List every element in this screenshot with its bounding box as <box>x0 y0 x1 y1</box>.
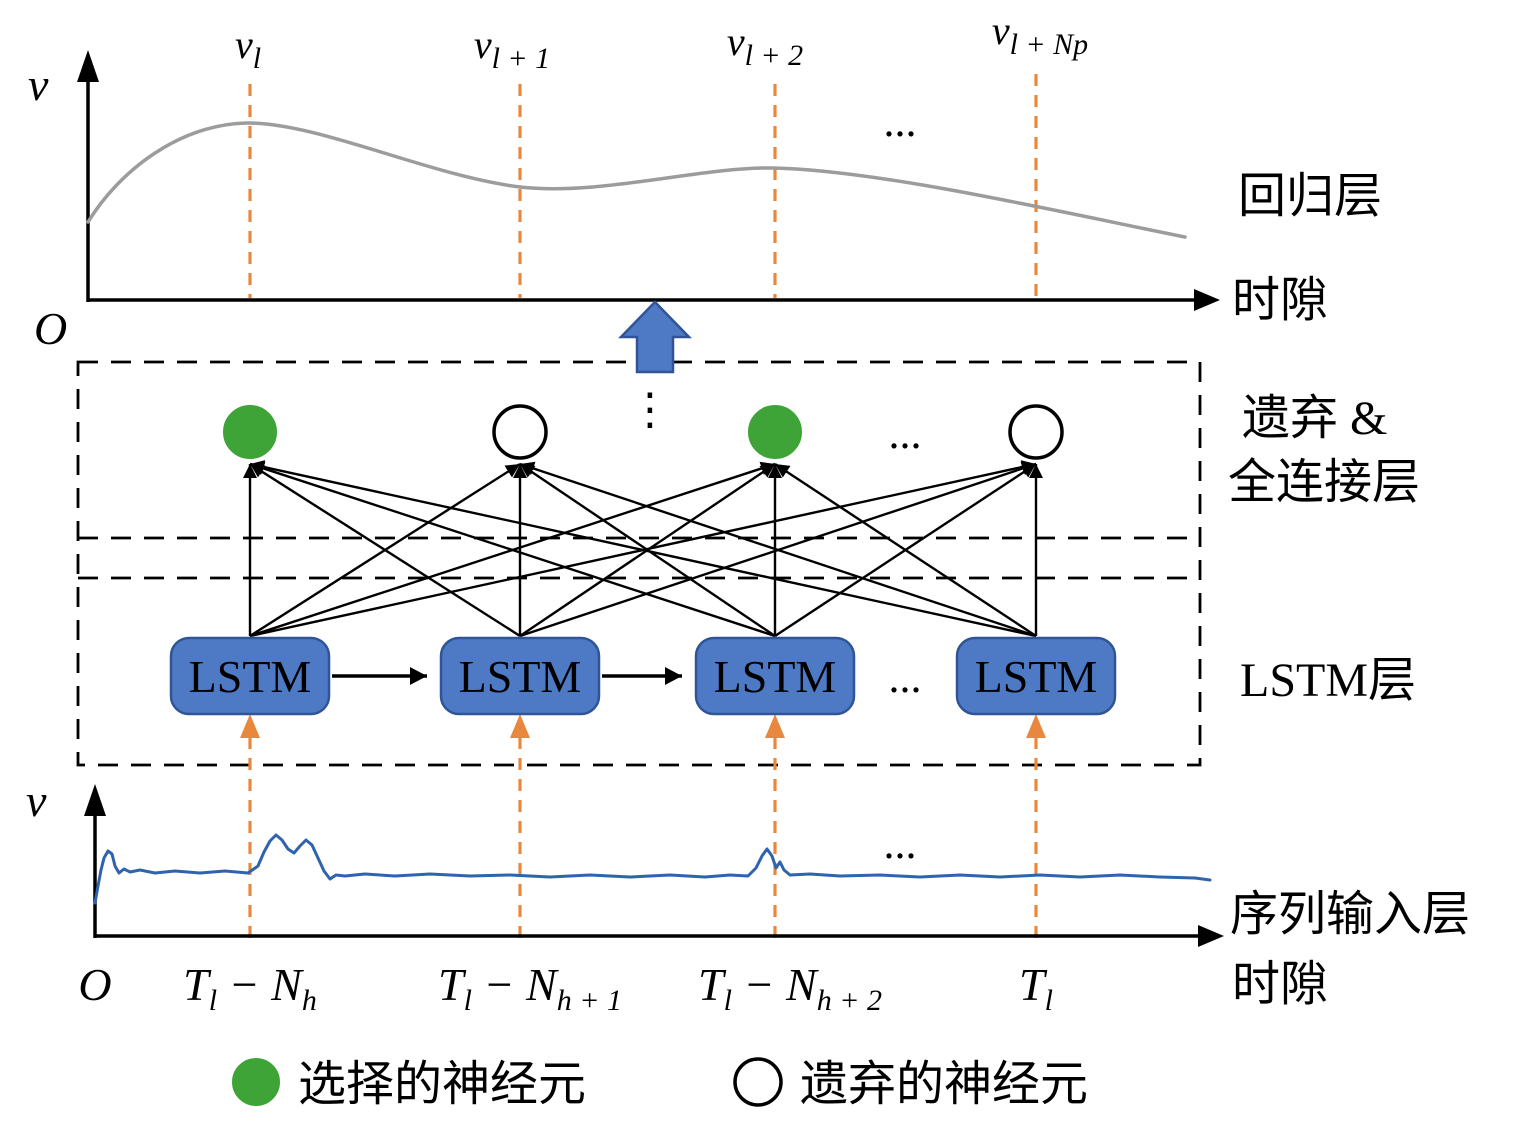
lstm-block-2 <box>439 636 601 716</box>
input-layer-label: 序列输入层 <box>1230 888 1470 941</box>
vertical-ellipsis: ⋮ <box>628 384 672 435</box>
lstm-ellipsis: ... <box>889 653 922 702</box>
tick-Tl-Nh1: Tl − Nh + 1 <box>438 959 622 1017</box>
regression-curve <box>86 121 1187 239</box>
top-y-axis-label: v <box>28 59 49 110</box>
lstm-layer-label: LSTM层 <box>1240 654 1416 707</box>
input-arrowhead-3 <box>765 714 785 738</box>
tick-v-lNp: vl + Np <box>992 8 1088 61</box>
bottom-y-axis-arrowhead <box>84 784 106 816</box>
dropout-label-line2: 全连接层 <box>1228 456 1420 509</box>
tick-Tl: Tl <box>1019 959 1053 1017</box>
legend-dropped-neuron-icon <box>733 1057 783 1107</box>
top-origin-label: O <box>34 303 67 354</box>
output-up-arrow-icon <box>618 300 692 374</box>
regression-layer-label: 回归层 <box>1238 170 1382 223</box>
tick-v-l1: vl + 1 <box>474 22 550 75</box>
bottom-y-axis-label: v <box>26 775 47 826</box>
tick-Tl-Nh: Tl − Nh <box>183 959 317 1017</box>
top-ellipsis: ... <box>884 97 917 146</box>
legend: 选择的神经元 遗弃的神经元 <box>232 1057 1088 1111</box>
input-arrowhead-4 <box>1026 714 1046 738</box>
lstm-block-2-label: LSTM <box>459 651 582 702</box>
bottom-ellipsis: ... <box>884 819 917 868</box>
input-arrowhead-2 <box>510 714 530 738</box>
tick-v-l: vl <box>235 22 261 75</box>
connection-line <box>249 460 1037 638</box>
legend-dropped-label: 遗弃的神经元 <box>800 1058 1088 1111</box>
fc-connections <box>243 460 1043 638</box>
connection-line <box>249 461 776 638</box>
bottom-origin-label: O <box>78 959 111 1010</box>
tick-Tl-Nh2: Tl − Nh + 2 <box>698 959 882 1017</box>
top-y-axis-arrowhead <box>77 50 99 82</box>
lstm-block-4-label: LSTM <box>975 651 1098 702</box>
neurons-ellipsis: ... <box>889 409 922 458</box>
neuron-selected-2 <box>748 405 802 459</box>
lstm-block-4 <box>955 636 1117 716</box>
neuron-selected-1 <box>223 405 277 459</box>
top-x-axis-label: 时隙 <box>1232 274 1328 327</box>
top-x-axis-arrowhead <box>1194 289 1220 311</box>
connection-line <box>519 461 1037 638</box>
input-arrowhead-1 <box>240 714 260 738</box>
lstm-block-1-label: LSTM <box>189 651 312 702</box>
regression-chart: v O 时隙 回归层 ... vl vl + 1 vl + 2 vl + Np <box>28 8 1382 354</box>
connection-line <box>249 462 521 638</box>
bottom-x-axis-arrowhead <box>1198 925 1224 947</box>
legend-selected-neuron-icon <box>232 1058 280 1106</box>
legend-selected-label: 选择的神经元 <box>298 1058 586 1111</box>
lstm-block-3-label: LSTM <box>714 651 837 702</box>
bottom-x-axis-label: 时隙 <box>1232 958 1328 1011</box>
input-signal-curve <box>93 833 1212 905</box>
neuron-dropped-1 <box>492 404 548 460</box>
lstm-block-1 <box>169 636 331 716</box>
connection-line <box>774 462 1037 638</box>
network-box: ⋮ ... 遗弃 & 全连接层 <box>76 300 1420 938</box>
lstm-block-3 <box>694 636 856 716</box>
tick-v-l2: vl + 2 <box>727 19 803 72</box>
neuron-dropped-2 <box>1008 404 1064 460</box>
dropout-label-line1: 遗弃 & <box>1242 392 1387 445</box>
input-chart: v ... 时隙 序列输入层 O Tl − Nh Tl − Nh + 1 Tl … <box>26 775 1470 1017</box>
